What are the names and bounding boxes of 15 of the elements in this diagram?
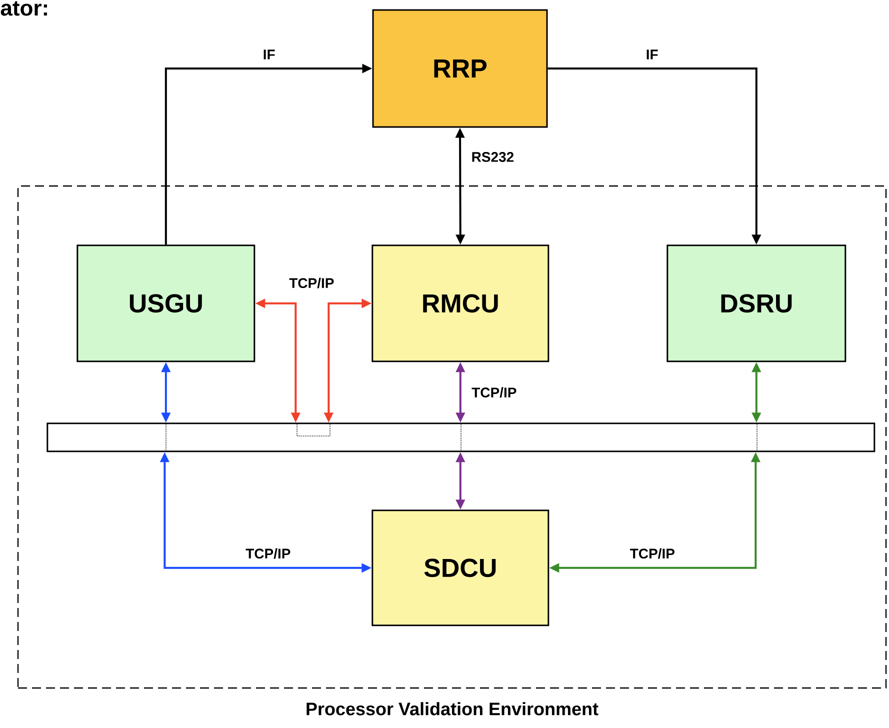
edge-label: TCP/IP [288,276,336,290]
process-box: RRP [372,9,548,128]
edge-label: TCP/IP [628,547,676,560]
edge-label: TCP/IP [470,386,518,399]
process-box: RMCU [372,244,550,362]
edge-label: IF [262,48,276,60]
heading-text: ator: [0,1,47,16]
bus-bar [46,422,876,452]
edge-label: TCP/IP [244,547,292,560]
node-label: Processor Validation Environment [306,702,598,716]
edge-label: RS232 [470,151,516,163]
process-box: USGU [76,244,256,362]
process-box: DSRU [666,244,846,362]
process-box: SDCU [372,510,550,626]
edge-label: IF [644,48,660,60]
